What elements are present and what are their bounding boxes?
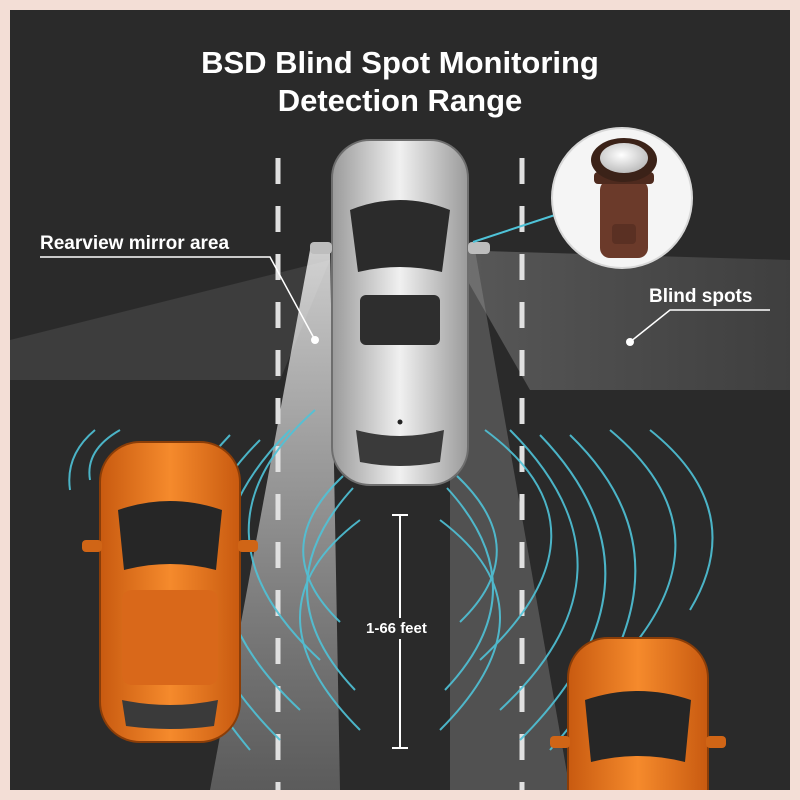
orange-car-left [82, 441, 258, 743]
parking-sensor-icon [591, 138, 657, 258]
sensor-pointer-line [472, 214, 556, 243]
rearview-mirror-leader [40, 256, 316, 341]
blind-spots-leader [629, 309, 770, 343]
scene-graphic [10, 127, 790, 790]
orange-car-right [550, 637, 726, 790]
distance-label: 1-66 feet [366, 618, 427, 639]
blind-spot-zone-right [450, 250, 790, 390]
blind-spot-zone-left [10, 260, 330, 380]
rearview-mirror-marker [311, 336, 319, 344]
blind-spots-label: Blind spots [649, 286, 753, 307]
title-line-1: BSD Blind Spot Monitoring [201, 45, 599, 80]
rearview-mirror-beam-right [450, 250, 570, 790]
blind-spots-marker [626, 338, 634, 346]
silver-car [310, 139, 490, 486]
rearview-mirror-area-label: Rearview mirror area [40, 233, 230, 254]
detection-range-scene: BSD Blind Spot Monitoring Detection Rang… [10, 10, 790, 790]
title-line-2: Detection Range [277, 83, 523, 118]
radar-waves-right [439, 429, 714, 751]
